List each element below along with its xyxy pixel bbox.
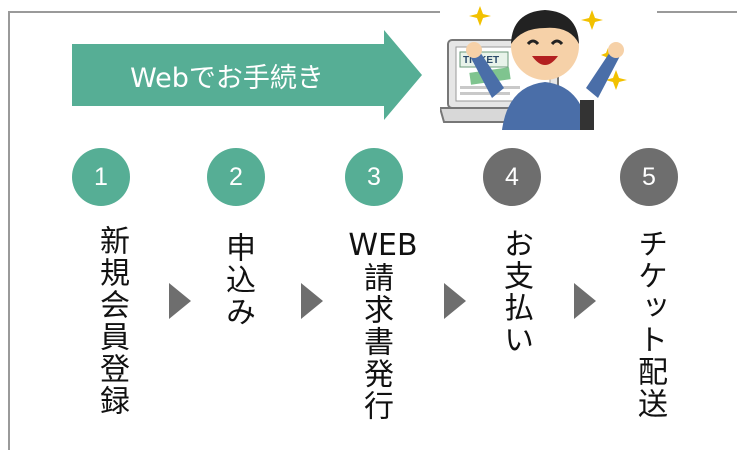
- step-5-number-badge: 5: [620, 148, 678, 206]
- step-4-number-badge: 4: [483, 148, 541, 206]
- step-2-label: 申込み: [220, 232, 255, 328]
- web-procedure-banner: Webでお手続き: [72, 30, 422, 120]
- step-3-number-badge: 3: [345, 148, 403, 206]
- step-arrow-2-icon: [301, 283, 323, 319]
- banner-label: Webでお手続き: [130, 62, 324, 94]
- step-5-label: チケット配送: [632, 228, 667, 420]
- frame-top-border: [8, 11, 440, 13]
- person-celebrating-ticket-icon: TICKET: [438, 0, 640, 135]
- step-4-label: お支払い: [498, 228, 533, 356]
- step-2-number-badge: 2: [207, 148, 265, 206]
- step-arrow-3-icon: [444, 283, 466, 319]
- banner-arrow-shape: [72, 30, 422, 120]
- step-1-label: 新規会員登録: [94, 225, 129, 417]
- frame-left-border: [8, 11, 10, 450]
- step-1-number-badge: 1: [72, 148, 130, 206]
- step-3-label-top: WEB: [348, 228, 418, 263]
- step-arrow-1-icon: [169, 283, 191, 319]
- frame-top-border-right: [657, 11, 737, 13]
- step-3-label: 請求書発行: [358, 262, 393, 422]
- step-arrow-4-icon: [574, 283, 596, 319]
